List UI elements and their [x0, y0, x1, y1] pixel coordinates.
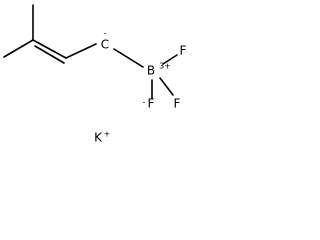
bond-vinyl-carbanion: [65, 43, 97, 59]
fluorine-top-label: F: [180, 44, 187, 58]
boron-charge: 3+: [159, 62, 171, 71]
potassium-label: K: [94, 131, 103, 145]
fluorine-right-label: F: [174, 97, 181, 111]
bond-boron-fluorine-right: [159, 77, 174, 96]
structure-diagram: C - B 3+ F - F F K +: [3, 4, 187, 145]
bond-boron-fluorine-top: [162, 54, 178, 65]
carbanion-carbon-label: C: [101, 38, 109, 52]
carbanion-charge: -: [104, 29, 107, 38]
fluorine-left-charge: -: [143, 98, 146, 107]
fluorine-left-label: F: [148, 97, 155, 111]
bond-carbanion-boron: [113, 48, 144, 68]
boron-label: B: [147, 64, 155, 78]
bond-methyl-left: [3, 39, 34, 58]
potassium-charge: +: [104, 130, 111, 139]
bond-double-outer: [32, 39, 67, 59]
bond-double-inner: [34, 45, 65, 64]
